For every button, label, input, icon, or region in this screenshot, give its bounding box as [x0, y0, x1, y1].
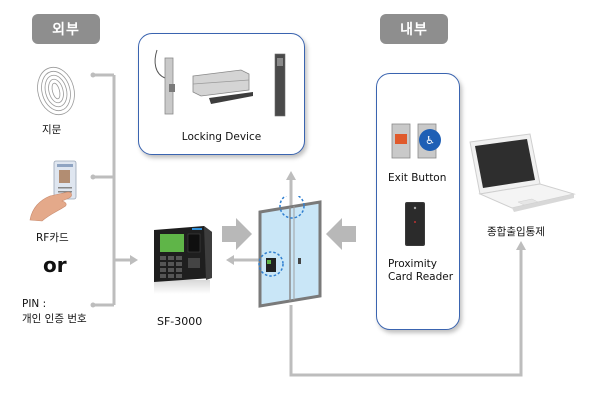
block-arrow-left-icon [326, 218, 356, 250]
outside-zone-label: 외부 [32, 14, 100, 44]
arrowhead-right-icon [130, 255, 138, 265]
interior-devices-box: ♿ Exit Button Proximity Card Reader [376, 73, 460, 330]
highlight-circle-reader [258, 251, 284, 277]
sf3000-device-icon [154, 226, 212, 294]
highlight-circle-lock [279, 196, 305, 219]
locking-device-icon [154, 49, 286, 117]
arrowhead-up-icon [286, 171, 296, 180]
block-arrow-right-icon [222, 218, 252, 250]
exit-button-icon: ♿ [391, 123, 441, 159]
sf3000-label: SF-3000 [157, 315, 203, 328]
laptop-icon [469, 133, 576, 212]
proximity-reader-icon [405, 202, 425, 246]
arrowhead-left-icon [226, 255, 234, 265]
inside-zone-label: 내부 [380, 14, 448, 44]
rfcard-label: RF카드 [36, 232, 69, 244]
proximity-label-line2: Card Reader [388, 271, 454, 283]
exit-button-label: Exit Button [388, 172, 447, 184]
connector-door-to-management [289, 250, 523, 377]
fingerprint-icon [37, 66, 75, 116]
or-label: or [43, 253, 67, 277]
pin-label-line1: PIN : [22, 298, 47, 310]
management-label: 종합출입통제 [487, 226, 545, 238]
proximity-label-line1: Proximity [388, 258, 437, 270]
pin-label-line2: 개인 인증 번호 [22, 313, 87, 325]
arrowhead-up-icon [516, 241, 526, 250]
rf-card-icon [29, 160, 77, 222]
fingerprint-label: 지문 [42, 124, 62, 136]
svg-text:♿: ♿ [425, 134, 435, 147]
locking-device-box: Locking Device [138, 33, 305, 155]
glass-door-icon [258, 196, 322, 308]
locking-device-label: Locking Device [181, 131, 262, 143]
